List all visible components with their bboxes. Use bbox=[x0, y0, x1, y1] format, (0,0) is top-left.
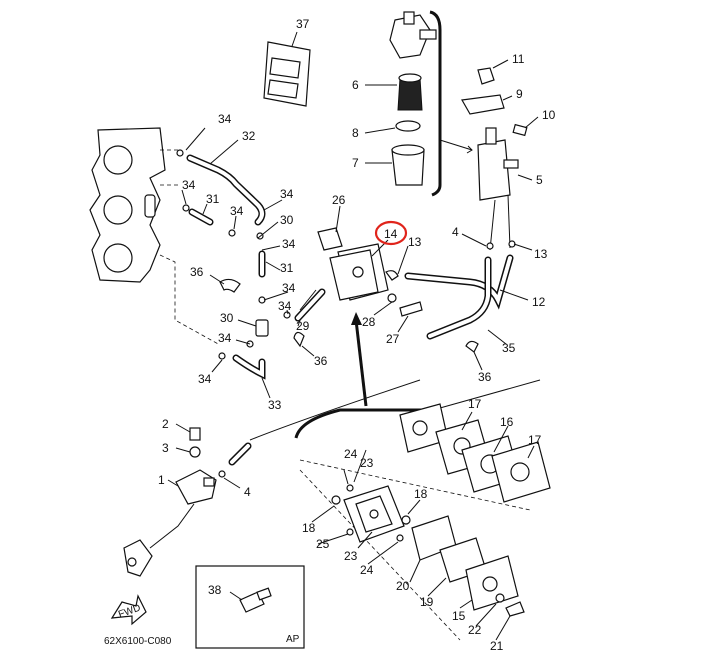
label-34-f: 34 bbox=[282, 281, 296, 295]
hose-set-right: 4 13 12 35 36 bbox=[404, 225, 548, 384]
part-37-label-plate: 37 bbox=[263, 17, 311, 107]
fuel-pump-exploded: 24 23 17 16 17 18 18 25 23 24 20 19 15 2… bbox=[299, 397, 551, 653]
label-13-b: 13 bbox=[534, 247, 548, 261]
label-33: 33 bbox=[268, 398, 282, 412]
label-14: 14 bbox=[384, 227, 398, 241]
label-22: 22 bbox=[468, 623, 482, 637]
label-11: 11 bbox=[512, 52, 525, 66]
fuel-filter-exploded: 6 8 7 bbox=[352, 10, 442, 197]
label-20: 20 bbox=[396, 579, 410, 593]
label-34-h: 34 bbox=[218, 331, 232, 345]
label-15: 15 bbox=[452, 609, 466, 623]
label-7: 7 bbox=[352, 156, 359, 170]
label-35: 35 bbox=[502, 341, 516, 355]
fuel-filter-assembly: 11 9 10 5 bbox=[439, 52, 556, 251]
label-31-a: 31 bbox=[206, 192, 220, 206]
label-18-b: 18 bbox=[302, 521, 316, 535]
label-34-i: 34 bbox=[198, 372, 212, 386]
label-27: 27 bbox=[386, 332, 400, 346]
label-36-a: 36 bbox=[190, 265, 204, 279]
label-30-b: 30 bbox=[220, 311, 234, 325]
label-6: 6 bbox=[352, 78, 359, 92]
label-4-b: 4 bbox=[244, 485, 251, 499]
label-9: 9 bbox=[516, 87, 523, 101]
label-24-b: 24 bbox=[360, 563, 374, 577]
label-26: 26 bbox=[332, 193, 346, 207]
label-5: 5 bbox=[536, 173, 543, 187]
label-36-c: 36 bbox=[478, 370, 492, 384]
label-34-a: 34 bbox=[218, 112, 232, 126]
label-29: 29 bbox=[296, 319, 310, 333]
label-13-a: 13 bbox=[408, 235, 422, 249]
label-34-d: 34 bbox=[280, 187, 294, 201]
label-34-b: 34 bbox=[182, 178, 196, 192]
explode-arrow bbox=[294, 312, 541, 439]
hose-set-left: 34 32 34 31 34 34 30 34 36 31 34 34 29 3… bbox=[176, 112, 328, 412]
label-34-c: 34 bbox=[230, 204, 244, 218]
label-36-b: 36 bbox=[314, 354, 328, 368]
label-12: 12 bbox=[532, 295, 546, 309]
label-17-a: 17 bbox=[468, 397, 482, 411]
label-30-a: 30 bbox=[280, 213, 294, 227]
fwd-arrow-icon: FWD bbox=[110, 594, 147, 626]
inset-label: AP bbox=[286, 634, 300, 645]
label-2: 2 bbox=[162, 417, 169, 431]
label-23-b: 23 bbox=[344, 549, 358, 563]
fuel-pump-assembly: 26 14 13 28 27 bbox=[317, 193, 423, 346]
label-31-b: 31 bbox=[280, 261, 294, 275]
fuel-connector-assembly: 2 3 1 4 bbox=[123, 379, 421, 577]
label-25: 25 bbox=[316, 537, 330, 551]
label-3: 3 bbox=[162, 441, 169, 455]
label-8: 8 bbox=[352, 126, 359, 140]
label-17-b: 17 bbox=[528, 433, 542, 447]
label-10: 10 bbox=[542, 108, 556, 122]
label-24-a: 24 bbox=[344, 447, 358, 461]
label-32: 32 bbox=[242, 129, 256, 143]
label-37: 37 bbox=[296, 17, 310, 31]
engine-block bbox=[89, 127, 221, 346]
label-23-a: 23 bbox=[360, 456, 374, 470]
label-34-e: 34 bbox=[282, 237, 296, 251]
label-21: 21 bbox=[490, 639, 504, 653]
diagram-code: 62X6100-C080 bbox=[104, 636, 172, 647]
label-28: 28 bbox=[362, 315, 376, 329]
inset-box-ap: 38 AP bbox=[195, 565, 305, 649]
label-38: 38 bbox=[208, 583, 222, 597]
label-16: 16 bbox=[500, 415, 514, 429]
label-18-a: 18 bbox=[414, 487, 428, 501]
label-19: 19 bbox=[420, 595, 434, 609]
label-34-g: 34 bbox=[278, 299, 292, 313]
label-1: 1 bbox=[158, 473, 165, 487]
label-4-a: 4 bbox=[452, 225, 459, 239]
highlight-circle-14 bbox=[374, 220, 408, 246]
